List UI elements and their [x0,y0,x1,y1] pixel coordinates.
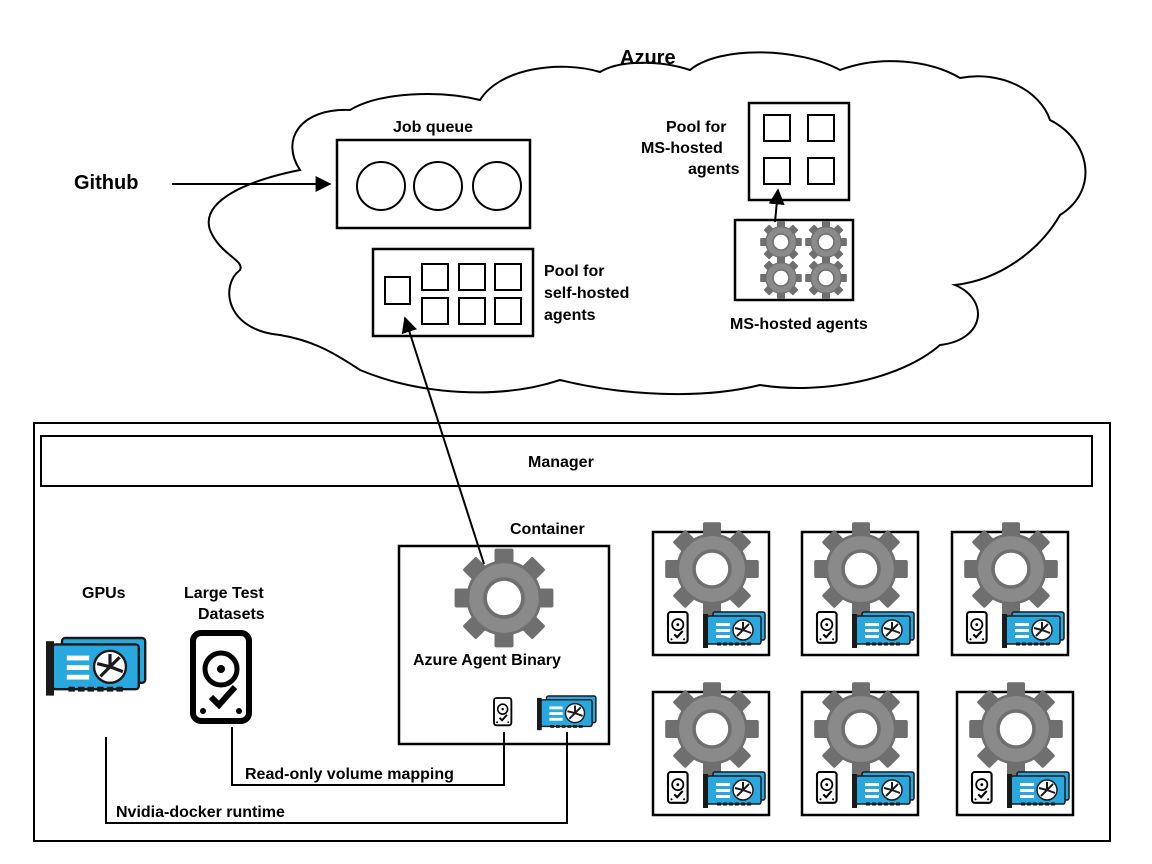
pool-slot [458,297,486,325]
ms-hosted-pool-box [747,101,851,202]
hard-drive-icon [666,770,689,804]
pool-slot [807,114,835,142]
ms-hosted-agents-box [733,218,855,302]
worker-container [800,520,920,657]
pool-slot [421,263,449,291]
worker-container [955,680,1075,817]
gear-icon [759,220,803,264]
gear-icon [812,680,910,778]
azure-label: Azure [620,47,676,69]
worker-container [651,680,771,817]
datasets-label-1: Large Test [184,585,264,602]
pool-slot [494,263,522,291]
docker-runtime-label: Nvidia-docker runtime [116,804,285,821]
hard-drive-icon [493,697,513,727]
gear-icon [962,520,1060,618]
pool-slot [763,114,791,142]
pool-slot-active [384,276,411,305]
pool-slot [763,157,791,185]
gear-icon [967,680,1065,778]
gear-icon [812,520,910,618]
job-queue-box [335,138,532,230]
hard-drive-icon [815,610,838,644]
gpu-card-icon [701,610,767,650]
queued-job [356,161,406,211]
datasets-label-2: Datasets [198,606,265,623]
job-queue-label: Job queue [393,119,473,136]
hard-drive-icon [193,633,249,721]
gpus-label: GPUs [82,585,126,602]
hard-drive-icon [965,610,988,644]
queued-job [472,161,522,211]
gear-icon [663,680,761,778]
gear-icon [663,520,761,618]
queued-job [413,161,463,211]
worker-container [950,520,1070,657]
gpu-card-icon [701,770,767,810]
hard-drive-icon [815,770,838,804]
manager-label: Manager [528,454,594,471]
container-label: Container [510,521,585,538]
worker-container [651,520,771,657]
azure-agent-binary-label: Azure Agent Binary [413,652,561,669]
gear-icon [452,546,556,650]
ms-hosted-agents-label: MS-hosted agents [730,316,868,333]
agent-container [397,544,611,746]
self-pool-label-3: agents [544,307,596,324]
pool-slot [458,263,486,291]
gpu-card-icon [850,610,916,650]
pool-slot [807,157,835,185]
gpu-card-icon [850,770,916,810]
github-label: Github [74,172,138,194]
pool-slot [421,297,449,325]
gear-icon [759,256,803,300]
volume-mapping-line [231,727,505,786]
self-pool-label-2: self-hosted [544,285,629,302]
docker-runtime-line [105,732,568,824]
self-hosted-pool-box [371,247,535,338]
hard-drive-icon [970,770,993,804]
ms-pool-label-1: Pool for [666,119,726,136]
worker-container [800,680,920,817]
self-pool-label-1: Pool for [544,263,604,280]
gpu-card-icon [1005,770,1071,810]
pool-slot [494,297,522,325]
gear-icon [804,256,848,300]
gear-icon [804,220,848,264]
agent-to-self-pool-arrow [401,316,485,565]
manager-bar [40,435,1093,487]
gpu-card-icon [46,638,145,696]
hard-drive-icon [666,610,689,644]
gpu-card-icon [1000,610,1066,650]
ms-pool-label-2: MS-hosted [641,140,723,157]
gpu-card-icon [535,694,598,732]
volume-mapping-label: Read-only volume mapping [245,766,454,783]
ms-pool-label-3: agents [688,161,740,178]
ms-agents-to-pool-arrow [768,188,785,223]
